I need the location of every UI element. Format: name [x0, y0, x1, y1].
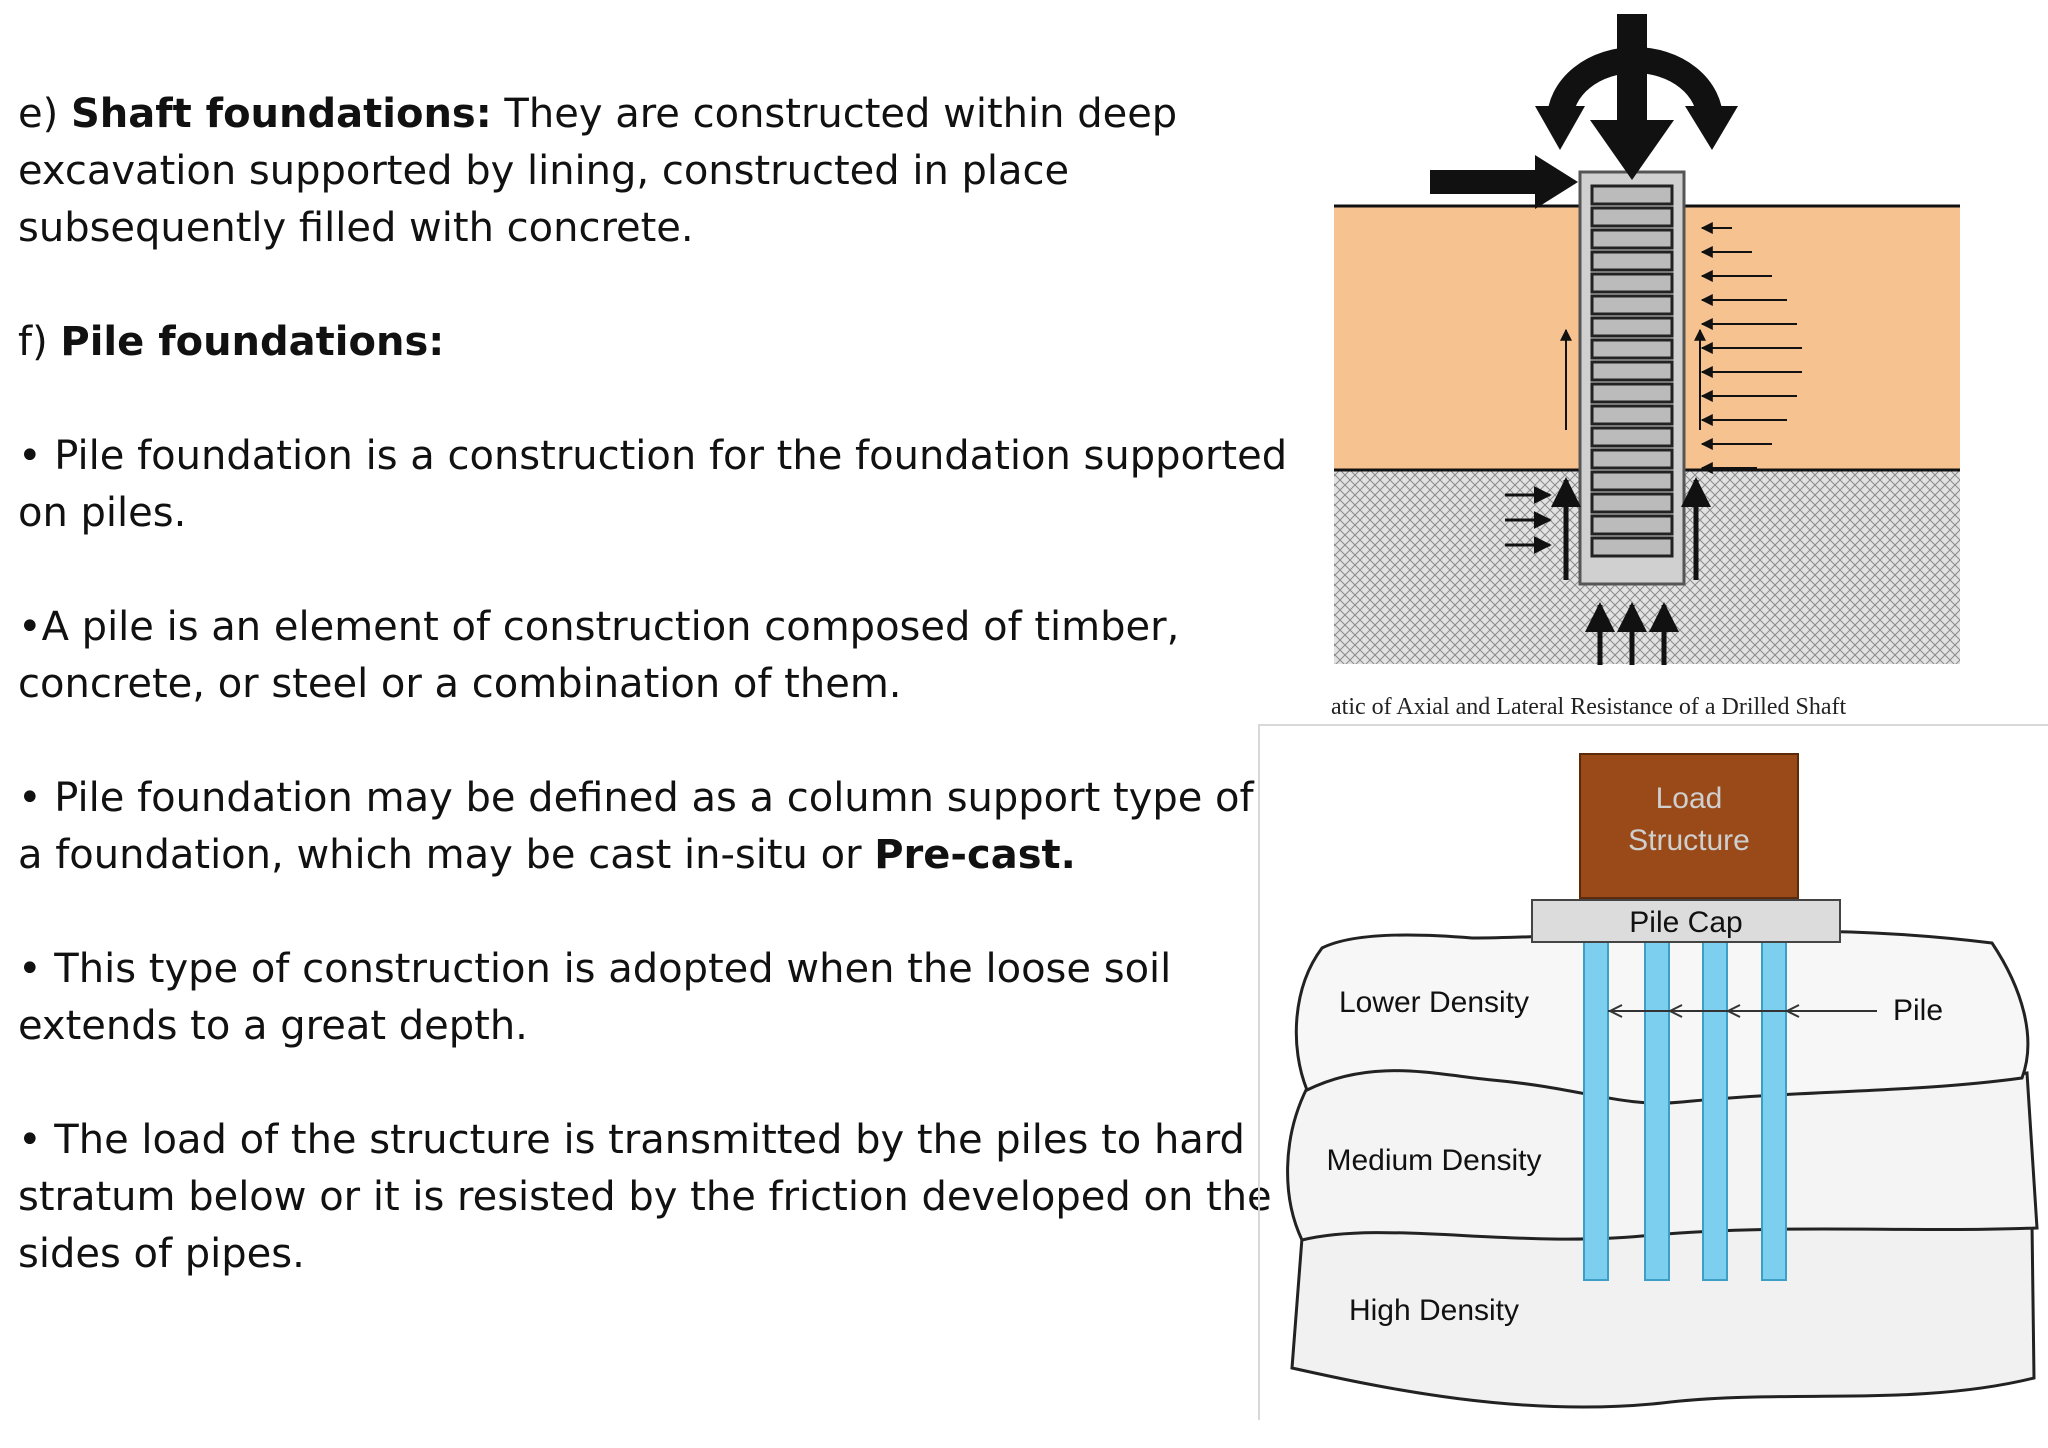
bullet-3: • Pile foundation may be defined as a co… [18, 775, 1254, 878]
pre-cast-bold: Pre-cast. [874, 832, 1076, 878]
pile-cap-label: Pile Cap [1629, 906, 1742, 939]
pile-leader-arrows [1607, 1004, 1877, 1018]
figure-divider [1258, 724, 2048, 726]
pile-cap [1531, 899, 1841, 943]
shaft-rung [1590, 382, 1674, 404]
load-structure-box [1579, 753, 1799, 899]
lower-density-label: Lower Density [1339, 986, 1529, 1019]
shaft-rung [1590, 294, 1674, 316]
shaft-rung [1590, 360, 1674, 382]
medium-density-label: Medium Density [1326, 1144, 1541, 1177]
shaft-foundations-paragraph: e) Shaft foundations: They are construct… [18, 91, 1178, 251]
shaft-rung [1590, 492, 1674, 514]
shaft-rung [1590, 206, 1674, 228]
figure-divider-vertical [1258, 724, 1260, 1420]
bullet-2: •A pile is an element of construction co… [18, 604, 1180, 707]
shaft-rung [1590, 404, 1674, 426]
pile-foundation-diagram: Load Structure Pile Cap Pile Lower Densi… [1286, 753, 2039, 1409]
structure-label: Structure [1628, 824, 1750, 857]
shaft-foundations-heading: Shaft foundations: [70, 91, 492, 137]
shaft-rung [1590, 316, 1674, 338]
bullet-4: • This type of construction is adopted w… [18, 946, 1172, 1049]
shaft-rung [1590, 514, 1674, 536]
pile-4 [1761, 941, 1787, 1281]
lateral-load-arrow-icon [1535, 155, 1578, 209]
shaft-rung [1590, 272, 1674, 294]
shaft-rung [1590, 250, 1674, 272]
pile-3 [1702, 941, 1728, 1281]
text-column: e) Shaft foundations: They are construct… [18, 86, 1288, 1283]
pile-label: Pile [1893, 994, 1943, 1027]
pile-1 [1583, 941, 1609, 1281]
axial-load-arrow-icon [1590, 120, 1674, 180]
drilled-shaft-diagram [1334, 14, 1960, 665]
pile-foundations-heading: Pile foundations: [60, 319, 445, 365]
bullet-1: • Pile foundation is a construction for … [18, 433, 1288, 536]
end-bearing-arrows-icon [1551, 477, 1711, 665]
shaft-rung [1590, 184, 1674, 206]
pile-2 [1644, 941, 1670, 1281]
lower-lateral-arrows-icon [1505, 486, 1552, 554]
shaft-rung [1590, 536, 1674, 558]
shaft-rung [1590, 448, 1674, 470]
high-density-label: High Density [1349, 1294, 1519, 1327]
pile-foundations-paragraph: f) Pile foundations: [18, 319, 445, 365]
shaft-rung [1590, 338, 1674, 360]
shaft-rung [1590, 470, 1674, 492]
shaft-rung [1590, 426, 1674, 448]
bullet-5: • The load of the structure is transmitt… [18, 1117, 1272, 1277]
figure-caption: atic of Axial and Lateral Resistance of … [1331, 694, 1847, 720]
load-label: Load [1656, 782, 1723, 815]
shaft-rung [1590, 228, 1674, 250]
